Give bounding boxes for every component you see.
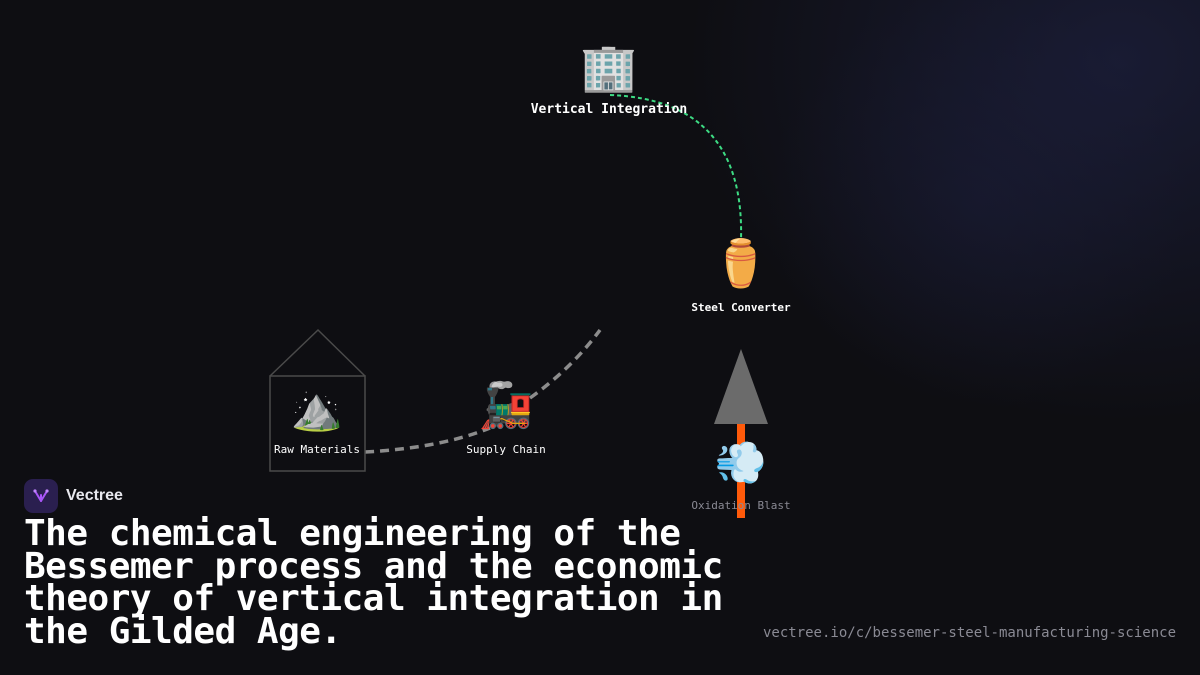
node-label-vertical-integration: Vertical Integration [530, 102, 688, 117]
raw-materials-house-outline [269, 328, 366, 472]
amphora-icon: ⚱️ [712, 236, 770, 290]
converter-cone [714, 349, 768, 424]
dash-wind-icon: 💨 [714, 438, 768, 487]
brand[interactable]: Vectree [24, 479, 123, 513]
locomotive-icon: 🚂 [478, 380, 534, 431]
page-title: The chemical engineering of the Bessemer… [24, 513, 723, 652]
node-label-raw-materials: Raw Materials [273, 443, 361, 456]
office-building-icon: 🏢 [580, 40, 638, 94]
flame-column [737, 420, 745, 518]
node-label-oxidation-blast: Oxidation Blast [691, 499, 791, 512]
edge-supply-upward [528, 328, 602, 400]
vectree-logo-icon [24, 479, 58, 513]
node-label-supply-chain: Supply Chain [466, 443, 546, 456]
node-label-steel-converter: Steel Converter [691, 301, 791, 314]
mountain-icon: ⛰️ [290, 384, 344, 433]
brand-name: Vectree [66, 487, 123, 504]
edge-integration-to-converter [609, 94, 743, 241]
source-url[interactable]: vectree.io/c/bessemer-steel-manufacturin… [762, 625, 1176, 641]
edge-raw-to-supply [364, 426, 491, 454]
